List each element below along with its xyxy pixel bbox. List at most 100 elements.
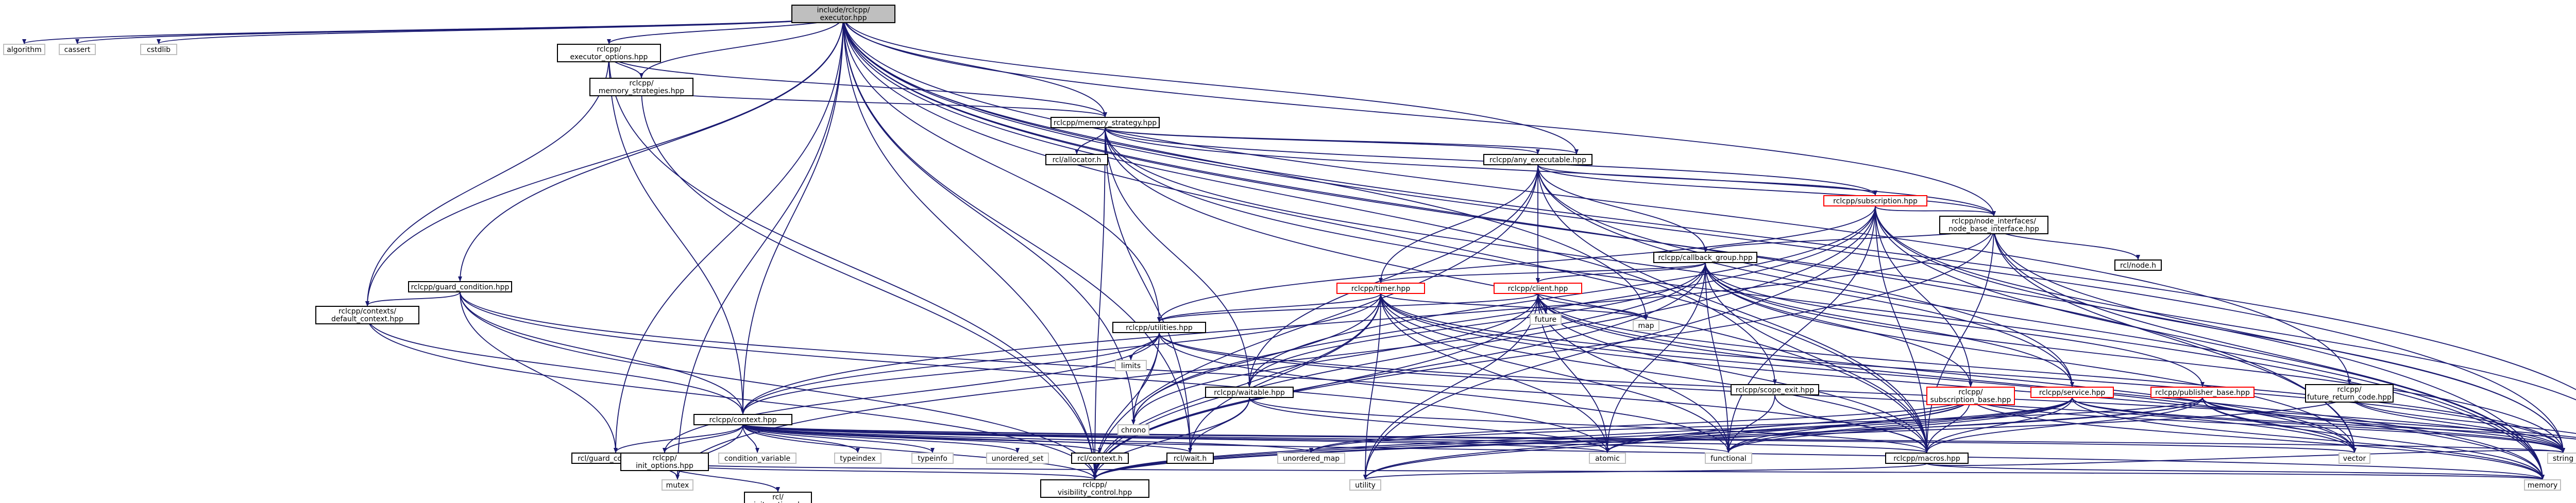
graph-node-rcl-allocator[interactable]: rcl/allocator.h [1045,154,1108,165]
include-edge-any_executable-to-visibility_control [1093,164,1538,480]
include-edge-macros-to-memory [1926,463,2545,480]
edge [1925,397,2073,453]
include-edge-subscription-to-waitable [1247,205,1876,387]
node-box [911,453,954,464]
graph-node-map: map [1633,320,1659,331]
graph-node-future-return-code[interactable]: rclcpp/future_return_code.hpp [2305,384,2394,403]
include-edge-any_executable-to-node_base_interface [1537,164,1996,216]
graph-node-init-options-cpp[interactable]: rclcpp/init_options.hpp [620,453,709,471]
include-edge-executor_options-to-visibility_control [608,54,1097,480]
graph-node-subscription-base[interactable]: rclcpp/subscription_base.hpp [1926,387,2015,405]
edge [1705,262,1731,453]
graph-node-guard-condition[interactable]: rclcpp/guard_condition.hpp [408,281,512,292]
edge [460,291,618,453]
edge [1537,293,1648,320]
edge [1875,205,2545,480]
graph-node-memory-strategy[interactable]: rclcpp/memory_strategy.hpp [1050,117,1160,128]
graph-node-scope-exit[interactable]: rclcpp/scope_exit.hpp [1731,384,1819,395]
include-edge-client-to-string [1537,293,2565,453]
node-box [834,453,882,464]
node-box [2305,384,2394,403]
include-edge-root-to-rcl_wait [843,15,1192,453]
graph-node-rcl-node[interactable]: rcl/node.h [2114,259,2162,271]
include-edge-root-to-memory_strategies [639,15,844,78]
graph-node-client[interactable]: rclcpp/client.hpp [1494,283,1582,294]
node-label: rclcpp/guard_condition.hpp [411,283,510,291]
node-label: rclcpp/subscription_base.hpp [1930,388,2011,404]
edge [1247,262,1706,387]
include-edge-root-to-chrono [843,15,1136,425]
graph-node-visibility-control[interactable]: rclcpp/visibility_control.hpp [1040,479,1149,498]
node-box [744,492,812,503]
graph-node-timer[interactable]: rclcpp/timer.hpp [1336,283,1425,294]
graph-node-default-context[interactable]: rclcpp/contexts/default_context.hpp [315,306,419,324]
graph-node-vector: vector [2338,453,2370,464]
node-box [140,44,177,55]
include-edge-root-to-utilities [843,15,1161,322]
include-edge-root-to-rcl_guard_condition [614,15,844,453]
include-edge-context-to-init_options_cpp [663,424,743,453]
include-edge-client-to-vector [1537,293,2357,453]
include-edge-service-to-string [2072,397,2565,453]
include-edge-node_base_interface-to-context [741,226,1994,414]
edge [1925,397,1971,453]
edge [1363,205,1876,480]
edge [843,15,1996,216]
include-edge-context-to-typeindex [742,424,860,453]
node-box [1349,479,1381,491]
graph-node-any-executable[interactable]: rclcpp/any_executable.hpp [1483,154,1592,165]
edge [1536,262,1706,283]
graph-node-rcl-init-options[interactable]: rcl/init_options.h [744,492,812,503]
edge [1093,226,1994,480]
node-label: rclcpp/contexts/default_context.hpp [331,307,403,323]
node-label: rclcpp/node_interfaces/node_base_interfa… [1948,217,2039,233]
edge [2202,397,2565,453]
include-edge-client-to-utilities [1157,293,1538,322]
edge [1537,164,1707,252]
edge [1380,293,2545,480]
graph-node-publisher-base[interactable]: rclcpp/publisher_base.hpp [2150,387,2255,398]
edge [1970,397,2565,453]
edge [460,291,745,414]
node-label: atomic [1595,455,1620,463]
include-edge-context-to-macros [742,424,1929,453]
edge [742,424,1102,453]
graph-node-rcl-wait[interactable]: rcl/wait.h [1166,453,1214,464]
include-edge-future_return_code-to-string [2349,394,2565,453]
include-edge-any_executable-to-subscription [1537,164,1877,196]
node-label: utility [1355,481,1376,490]
edge [1605,262,1706,453]
node-label: rclcpp/client.hpp [1508,285,1568,293]
graph-node-subscription[interactable]: rclcpp/subscription.hpp [1823,195,1927,206]
edge [741,15,844,414]
edge [614,15,844,453]
node-box [1277,453,1345,464]
edge [843,15,2351,385]
edge [365,291,461,306]
include-edge-subscription-to-utilities [1157,205,1876,322]
graph-node-context[interactable]: rclcpp/context.hpp [693,414,792,425]
node-label: rclcpp/init_options.hpp [636,454,693,470]
node-box [1040,479,1149,498]
graph-node-executor-options[interactable]: rclcpp/executor_options.hpp [557,44,661,62]
edge [742,424,1313,453]
edge [843,15,1107,117]
graph-node-service[interactable]: rclcpp/service.hpp [2030,387,2114,398]
graph-node-waitable[interactable]: rclcpp/waitable.hpp [1205,387,1294,398]
graph-node-rcl-context[interactable]: rcl/context.h [1071,453,1129,464]
graph-node-root[interactable]: include/rclcpp/executor.hpp [791,5,895,23]
include-edge-context-to-rcl_context [742,424,1102,453]
graph-node-utilities[interactable]: rclcpp/utilities.hpp [1112,322,1206,333]
node-label: rclcpp/timer.hpp [1351,285,1411,293]
graph-node-macros[interactable]: rclcpp/macros.hpp [1885,453,1969,464]
edge [608,54,1107,117]
graph-node-memory-strategies[interactable]: rclcpp/memory_strategies.hpp [589,78,693,96]
edge [1726,397,2203,453]
graph-node-mutex: mutex [662,479,693,491]
include-edge-root-to-future_return_code [843,15,2351,385]
edge [608,54,1097,480]
graph-node-callback-group[interactable]: rclcpp/callback_group.hpp [1653,252,1757,263]
edge [1188,293,1381,453]
graph-node-node-base-interface[interactable]: rclcpp/node_interfaces/node_base_interfa… [1939,216,2048,234]
include-edge-guard_condition-to-default_context [365,291,461,306]
